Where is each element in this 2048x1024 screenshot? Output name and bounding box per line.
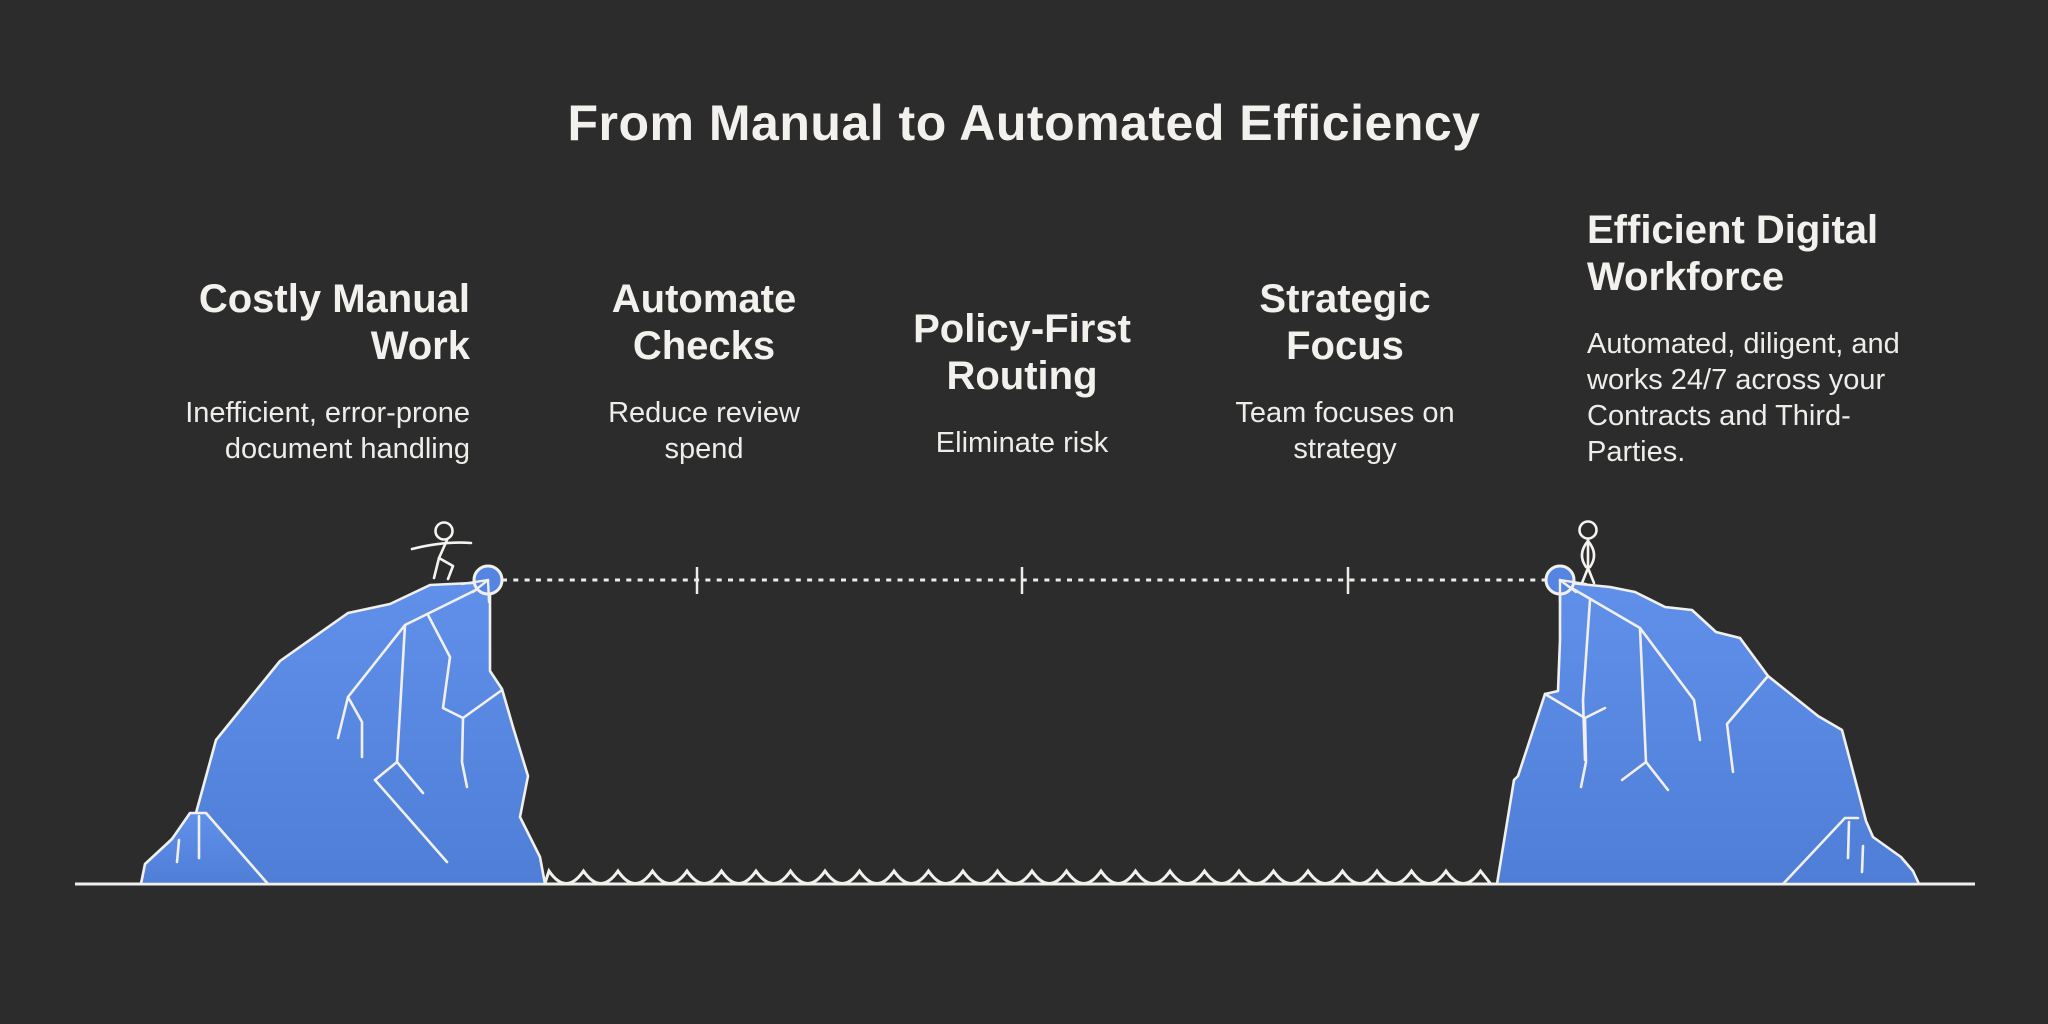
- step-column-automate-checks: Automate Checks Reduce review spend: [584, 276, 824, 467]
- right-cliff-illustration: [1495, 580, 1921, 886]
- step-heading: Efficient Digital Workforce: [1587, 208, 1879, 299]
- step-column-costly-manual-work: Costly Manual Work Inefficient, error-pr…: [140, 276, 470, 467]
- step-description: Automated, diligent, and works 24/7 acro…: [1587, 328, 1900, 468]
- step-column-policy-first-routing: Policy-First Routing Eliminate risk: [892, 306, 1152, 461]
- step-description: Reduce review spend: [608, 397, 800, 465]
- step-description: Team focuses on strategy: [1235, 397, 1455, 465]
- step-column-efficient-digital-workforce: Efficient Digital Workforce Automated, d…: [1587, 207, 1909, 470]
- step-heading: Costly Manual Work: [198, 277, 470, 368]
- water-waves: [543, 867, 1492, 885]
- left-cliff-illustration: [139, 580, 547, 886]
- step-column-strategic-focus: Strategic Focus Team focuses on strategy: [1225, 276, 1465, 467]
- step-heading: Automate Checks: [611, 277, 797, 368]
- cliff-edge-anchors: [460, 564, 1588, 604]
- page-title: From Manual to Automated Efficiency: [567, 95, 1481, 151]
- left-cliff-facets: [336, 581, 504, 864]
- step-description: Inefficient, error-prone document handli…: [185, 397, 470, 465]
- stick-figure-walking: [410, 521, 473, 581]
- right-foothill-facets: [1781, 816, 1865, 886]
- stick-figure-standing: [1578, 520, 1598, 585]
- step-heading: Policy-First Routing: [913, 307, 1131, 398]
- dotted-journey-line: [502, 567, 1546, 594]
- left-foothill: [139, 811, 270, 886]
- right-cliff-facets: [1543, 581, 1770, 792]
- step-heading: Strategic Focus: [1259, 277, 1431, 368]
- step-description: Eliminate risk: [935, 427, 1109, 459]
